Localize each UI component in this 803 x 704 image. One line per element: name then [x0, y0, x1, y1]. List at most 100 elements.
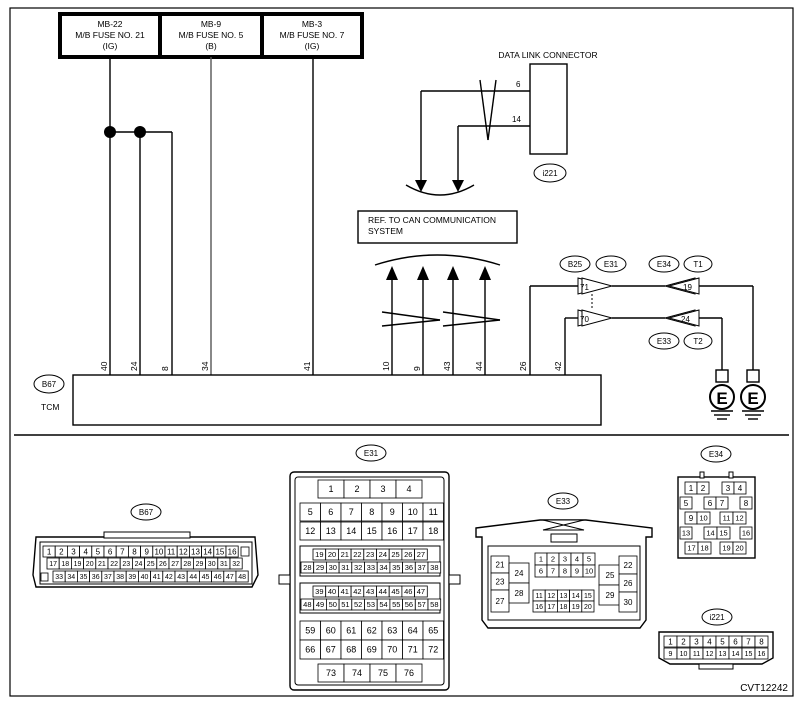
- b67-pin-label: 14: [203, 547, 212, 556]
- e34-pin-cell: [739, 526, 753, 540]
- e31-pin-label: 63: [387, 626, 397, 636]
- e33-pin-label: 17: [547, 604, 555, 611]
- i221-pin-label: 14: [732, 651, 740, 658]
- pin-70: 70: [580, 315, 589, 324]
- ground-circuit: 71 70 19 24 B25 E31 E34 T1 E33 T2 E: [529, 255, 766, 420]
- b67-pin-label: 29: [196, 561, 204, 568]
- e33-pin-label: 30: [624, 598, 633, 607]
- e31-pin-label: 52: [354, 600, 362, 609]
- e31-pin-label: 75: [378, 668, 388, 678]
- e31-pin-label: 61: [346, 626, 356, 636]
- e34-pin-cell: [716, 526, 731, 540]
- i221-pin-label: 7: [746, 637, 751, 646]
- b67-pin-label: 44: [189, 574, 197, 581]
- e31-pin-label: 22: [353, 550, 361, 559]
- e31-pin-label: 46: [404, 587, 412, 596]
- e34-pin-label: 8: [744, 499, 749, 508]
- e33-pin-label: 2: [551, 555, 555, 564]
- data-link-connector: DATA LINK CONNECTOR 6 14 i221: [405, 50, 598, 196]
- b67-pin-label: 13: [191, 547, 200, 556]
- e31-pin-label: 39: [315, 587, 323, 596]
- e33-pin-cell: [581, 600, 595, 613]
- e31-pin-label: 28: [303, 563, 311, 572]
- b67-pin-cell: [235, 570, 249, 583]
- dlc-label: DATA LINK CONNECTOR: [498, 50, 597, 60]
- b67-pin-cell: [40, 572, 49, 582]
- e34-pin-label: 10: [699, 514, 707, 523]
- e31-pin-label: 60: [326, 626, 336, 636]
- e33-pin-label: 6: [539, 567, 543, 576]
- e31-pin-label: 72: [428, 645, 438, 655]
- tcm-pin-41: 41: [302, 361, 312, 371]
- e31-pin-label: 53: [367, 600, 375, 609]
- e31-pin-label: 47: [417, 587, 425, 596]
- e33-pin-label: 12: [547, 593, 555, 600]
- e31-pin-label: 33: [367, 563, 375, 572]
- b67-pin-label: 36: [92, 574, 100, 581]
- e33-pin-cell: [508, 582, 530, 604]
- e31-pin-label: 14: [346, 526, 356, 536]
- tcm-pin-43: 43: [442, 361, 452, 371]
- e33-pin-label: 28: [515, 589, 524, 598]
- e31-pin-label: 37: [417, 563, 425, 572]
- e34-pin-label: 12: [735, 514, 743, 523]
- b67-pin-label: 10: [154, 547, 163, 556]
- b67-pin-label: 40: [141, 574, 149, 581]
- e31-pin-label: 69: [367, 645, 377, 655]
- b67-pin-label: 34: [67, 574, 75, 581]
- e31-pin-label: 76: [404, 668, 414, 678]
- e31-pin-cell: [414, 548, 428, 561]
- b67-pin-label: 17: [49, 561, 57, 568]
- e31-pin-label: 71: [408, 645, 418, 655]
- e31-pin-label: 17: [408, 526, 418, 536]
- e33-pin-label: 18: [560, 604, 568, 611]
- b67-pin-label: 20: [86, 561, 94, 568]
- e31-pin-label: 20: [328, 550, 336, 559]
- b67-pin-label: 19: [74, 561, 82, 568]
- b67-pin-label: 23: [122, 561, 130, 568]
- dlc-tag: i221: [542, 169, 558, 178]
- fuse-3-name: M/B FUSE NO. 7: [280, 30, 345, 40]
- e31-pin-label: 55: [392, 600, 400, 609]
- e31-pin-label: 25: [391, 550, 399, 559]
- i221-pin-label: 12: [706, 651, 714, 658]
- e31-pin-cell: [414, 585, 428, 598]
- e31-pin-label: 8: [369, 507, 374, 517]
- e31-pin-label: 58: [430, 600, 438, 609]
- e31-pin-label: 66: [305, 645, 315, 655]
- e31-pin-label: 74: [352, 668, 362, 678]
- i221-pin-label: 8: [759, 637, 764, 646]
- e31-pin-label: 16: [387, 526, 397, 536]
- e33-pin-label: 23: [496, 577, 505, 586]
- ground-2: E: [747, 389, 758, 408]
- e34-pin-label: 17: [687, 544, 695, 553]
- e33-tag: E33: [556, 497, 571, 506]
- e31-pin-label: 54: [379, 600, 387, 609]
- b67-pin-label: 6: [108, 547, 113, 556]
- e31-pin-label: 57: [417, 600, 425, 609]
- tag-t2: T2: [693, 337, 703, 346]
- tcm-pin-9: 9: [412, 366, 422, 371]
- e31-pin-label: 34: [379, 563, 387, 572]
- e31-pin-label: 49: [316, 600, 324, 609]
- e31-pin-label: 65: [428, 626, 438, 636]
- e33-pin-label: 19: [572, 604, 580, 611]
- power-wires: [104, 57, 314, 375]
- b67-pin-label: 18: [61, 561, 69, 568]
- e31-pin-label: 23: [366, 550, 374, 559]
- e31-pin-label: 9: [390, 507, 395, 517]
- b67-pin-label: 16: [228, 547, 237, 556]
- e34-pin-cell: [739, 496, 753, 510]
- e34-pin-cell: [696, 511, 711, 525]
- tcm: B67 TCM 40 24 8 34 41 10 9 43 44 26 42: [33, 361, 602, 426]
- b67-pin-label: 26: [159, 561, 167, 568]
- e31-pin-label: 18: [428, 526, 438, 536]
- i221-pin-label: 11: [693, 651, 700, 658]
- e31-pin-label: 50: [329, 600, 337, 609]
- fuse-3-type: (IG): [305, 41, 320, 51]
- b67-pin-label: 7: [120, 547, 125, 556]
- dlc-pin-6: 6: [516, 80, 521, 89]
- e34-pin-label: 6: [708, 499, 713, 508]
- i221-pin-label: 13: [719, 651, 727, 658]
- e31-pin-cell: [422, 521, 444, 541]
